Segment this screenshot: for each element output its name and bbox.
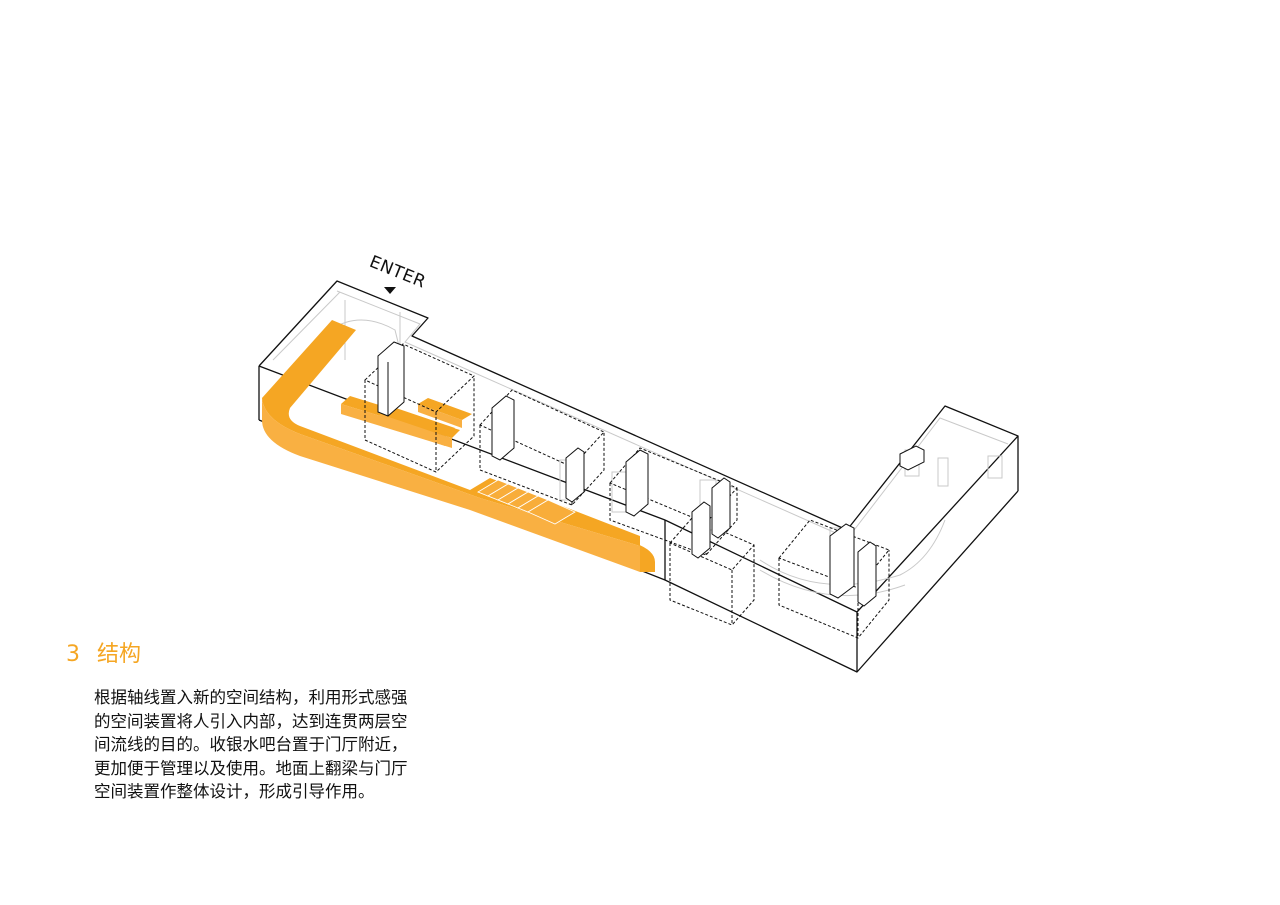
description-line: 更加便于管理以及使用。地面上翻梁与门厅 — [94, 758, 408, 778]
columns — [377, 341, 925, 607]
section-title: 结构 — [97, 642, 142, 667]
section-number: 3 — [66, 642, 80, 667]
section-heading: 3 结构 — [66, 640, 141, 670]
description-line: 根据轴线置入新的空间结构，利用形式感强 — [94, 688, 408, 707]
description-line: 间流线的目的。收银水吧台置于门厅附近， — [94, 735, 408, 754]
staircase — [477, 479, 576, 525]
section-description: 根据轴线置入新的空间结构，利用形式感强 的空间装置将人引入内部，达到连贯两层空 … — [94, 686, 474, 804]
description-line: 空间装置作整体设计，形成引导作用。 — [94, 782, 375, 801]
orange-spatial-device — [262, 320, 655, 572]
enter-arrow-icon — [384, 287, 396, 294]
description-line: 的空间装置将人引入内部，达到连贯两层空 — [94, 711, 408, 731]
